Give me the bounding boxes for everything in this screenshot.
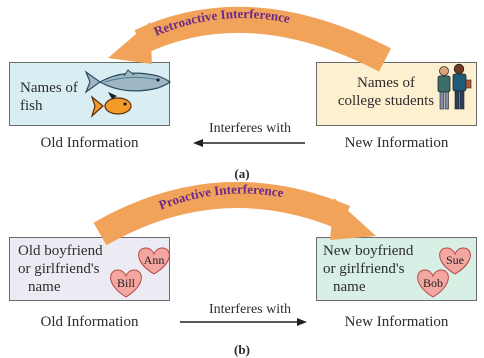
heart-label-ann: Ann <box>144 253 165 267</box>
panel-label-a: (a) <box>234 166 250 181</box>
interferes-with-label-a: Interferes with <box>208 121 292 136</box>
old-partner-label: Old boyfriend or girlfriend's name <box>18 243 103 295</box>
proactive-arrow <box>93 182 376 246</box>
panel-label-b: (b) <box>234 342 250 357</box>
retroactive-arrow <box>108 6 391 72</box>
old-information-caption-b: Old Information <box>40 314 139 330</box>
heart-label-bill: Bill <box>117 276 136 290</box>
fish-label: Names of fish <box>20 80 78 114</box>
heart-icon-ann <box>138 247 170 275</box>
heart-label-sue: Sue <box>446 253 464 267</box>
new-information-caption-b: New Information <box>344 314 449 330</box>
interferes-arrow-b <box>180 318 307 326</box>
goldfish-icon <box>90 92 132 118</box>
heart-icon-bob <box>417 269 449 298</box>
interferes-arrow-a <box>193 139 305 147</box>
new-partner-label: New boyfriend or girlfriend's name <box>323 243 414 295</box>
old-info-box-b <box>9 237 170 301</box>
old-info-box-a <box>9 62 170 126</box>
heart-icon-sue <box>439 247 471 275</box>
new-info-box-a <box>316 62 477 126</box>
heart-label-bob: Bob <box>423 276 443 290</box>
heart-icon-bill <box>110 269 142 298</box>
students-label: Names of college students <box>337 75 435 109</box>
fish-icon <box>84 69 172 94</box>
students-icon <box>437 63 472 110</box>
interferes-with-label-b: Interferes with <box>208 302 292 317</box>
old-information-caption-a: Old Information <box>40 135 139 151</box>
new-information-caption-a: New Information <box>344 135 449 151</box>
